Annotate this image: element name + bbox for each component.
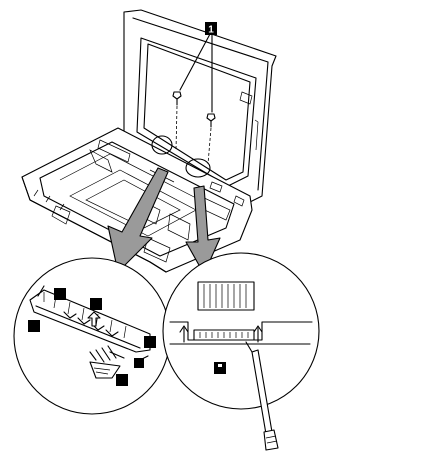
zoom-detail-hinge-cover xyxy=(13,257,171,415)
svg-text:1: 1 xyxy=(208,25,214,36)
screw-left xyxy=(172,91,182,151)
laptop-base xyxy=(21,127,253,273)
callout-1: 1 xyxy=(179,22,217,113)
screw-right xyxy=(206,113,216,165)
zoom-detail-cable-connector xyxy=(162,252,320,410)
zoom-arrow-left xyxy=(107,167,169,273)
screwdriver-icon xyxy=(245,341,279,451)
zoom-arrow-right xyxy=(185,185,221,275)
